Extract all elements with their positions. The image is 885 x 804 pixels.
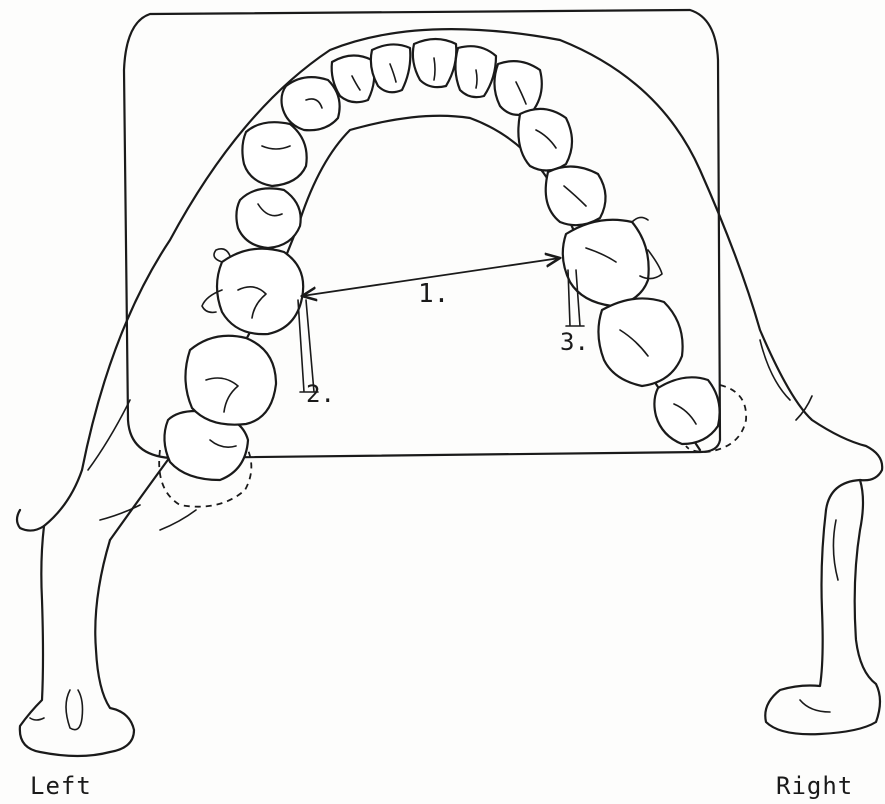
measure-2-label: 2. [306, 380, 335, 408]
tooth-left-central-incisor [371, 44, 410, 92]
tooth-right-premolar-1 [518, 109, 572, 171]
right-ridge-line [760, 340, 812, 420]
measure-3-label: 3. [560, 328, 589, 356]
tooth-left-canine [282, 77, 340, 130]
left-condyle-detail [30, 690, 83, 730]
measure-2-leader [298, 300, 318, 392]
tooth-left-molar-1 [217, 249, 303, 334]
tooth-right-molar-3 [654, 377, 719, 444]
measure-1-label: 1. [418, 279, 449, 309]
tooth-left-molar-2 [185, 336, 276, 425]
tooth-right-molar-2 [598, 298, 682, 386]
right-condyle-detail [800, 520, 838, 712]
left-ramus [20, 526, 134, 756]
tooth-left-premolar-2 [236, 188, 300, 248]
dental-arch [164, 39, 719, 480]
right-side-label: Right [776, 772, 853, 800]
left-side-label: Left [30, 772, 92, 800]
right-ramus [765, 480, 880, 734]
tooth-left-premolar-1 [242, 122, 306, 186]
tooth-right-molar-1 [563, 220, 649, 306]
